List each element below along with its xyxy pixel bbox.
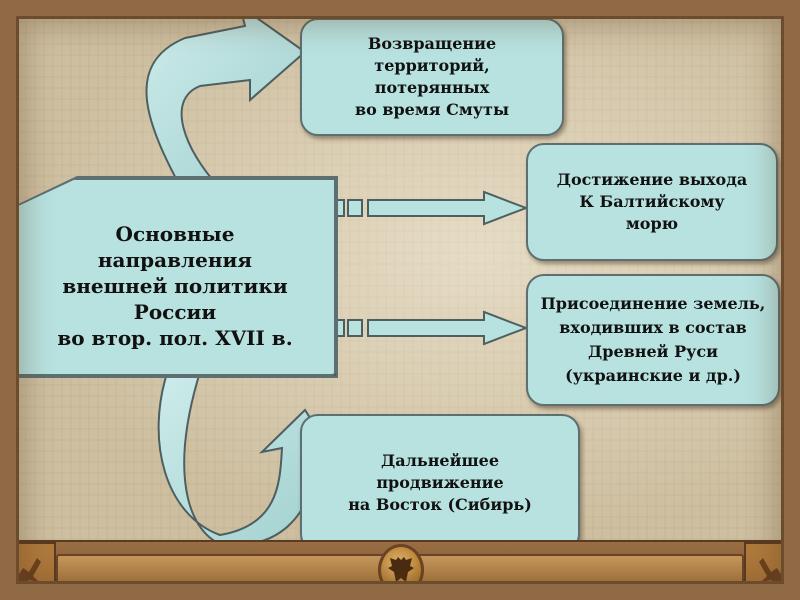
curved-arrow-to-top: [145, 3, 307, 192]
direction-text: Достижение выхода К Балтийскому морю: [556, 170, 748, 233]
st-george-icon: [2, 542, 56, 598]
direction-box-baltic: Достижение выхода К Балтийскому морю: [526, 143, 778, 261]
direction-text: Присоединение земель, входивших в состав…: [540, 294, 766, 385]
main-topic-text: Основные направления внешней политики Ро…: [57, 222, 293, 350]
arrow-to-baltic: [333, 190, 529, 226]
direction-text: Дальнейшее продвижение на Восток (Сибирь…: [348, 451, 532, 514]
direction-box-territories: Возвращение территорий, потерянных во вр…: [300, 18, 564, 136]
arrow-to-ancient-rus: [333, 310, 529, 346]
direction-box-siberia: Дальнейшее продвижение на Восток (Сибирь…: [300, 414, 580, 552]
direction-box-ancient-rus: Присоединение земель, входивших в состав…: [526, 274, 780, 406]
main-topic-box: Основные направления внешней политики Ро…: [14, 178, 336, 376]
direction-text: Возвращение территорий, потерянных во вр…: [355, 34, 509, 119]
double-headed-eagle-icon: [378, 544, 424, 596]
st-george-icon: [744, 542, 798, 598]
